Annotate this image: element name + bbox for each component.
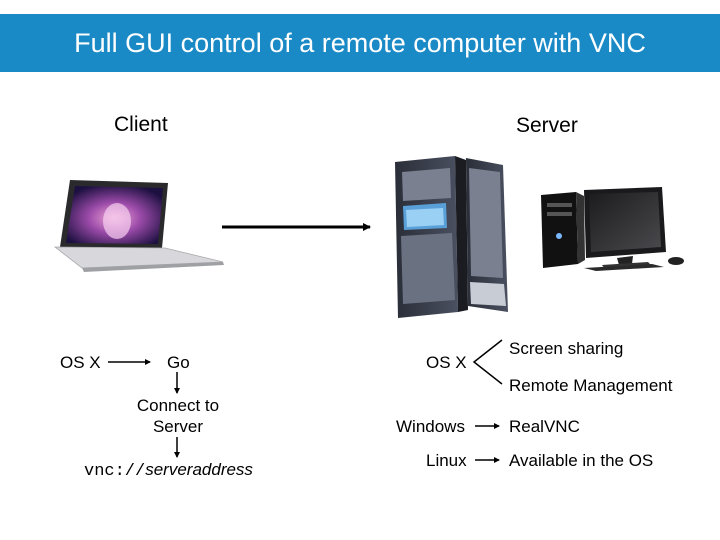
title-bar <box>0 14 720 72</box>
vnc-url-prefix: vnc:// <box>84 462 146 481</box>
laptop-icon <box>53 180 224 272</box>
connect-line-2: Server <box>152 417 204 436</box>
connect-to-server-label: Connect to Server <box>118 395 238 437</box>
vnc-url: vnc://serveraddress <box>84 460 253 481</box>
windows-label: Windows <box>396 417 465 436</box>
page-title: Full GUI control of a remote computer wi… <box>74 28 646 58</box>
linux-tool-label: Available in the OS <box>509 451 654 470</box>
client-os-label: OS X <box>60 353 101 372</box>
server-rack-icon <box>395 156 508 318</box>
remote-management-label: Remote Management <box>509 376 673 395</box>
screen-sharing-label: Screen sharing <box>509 339 624 358</box>
desktop-computer-icon <box>541 187 684 271</box>
realvnc-label: RealVNC <box>509 417 580 436</box>
connect-line-1: Connect to <box>136 396 220 415</box>
go-label: Go <box>167 353 190 372</box>
linux-label: Linux <box>426 451 467 470</box>
vnc-url-host: serveraddress <box>145 460 253 479</box>
server-heading: Server <box>516 114 578 137</box>
server-os-label: OS X <box>426 353 467 372</box>
client-heading: Client <box>114 113 168 136</box>
osx-options-bracket <box>472 339 503 385</box>
